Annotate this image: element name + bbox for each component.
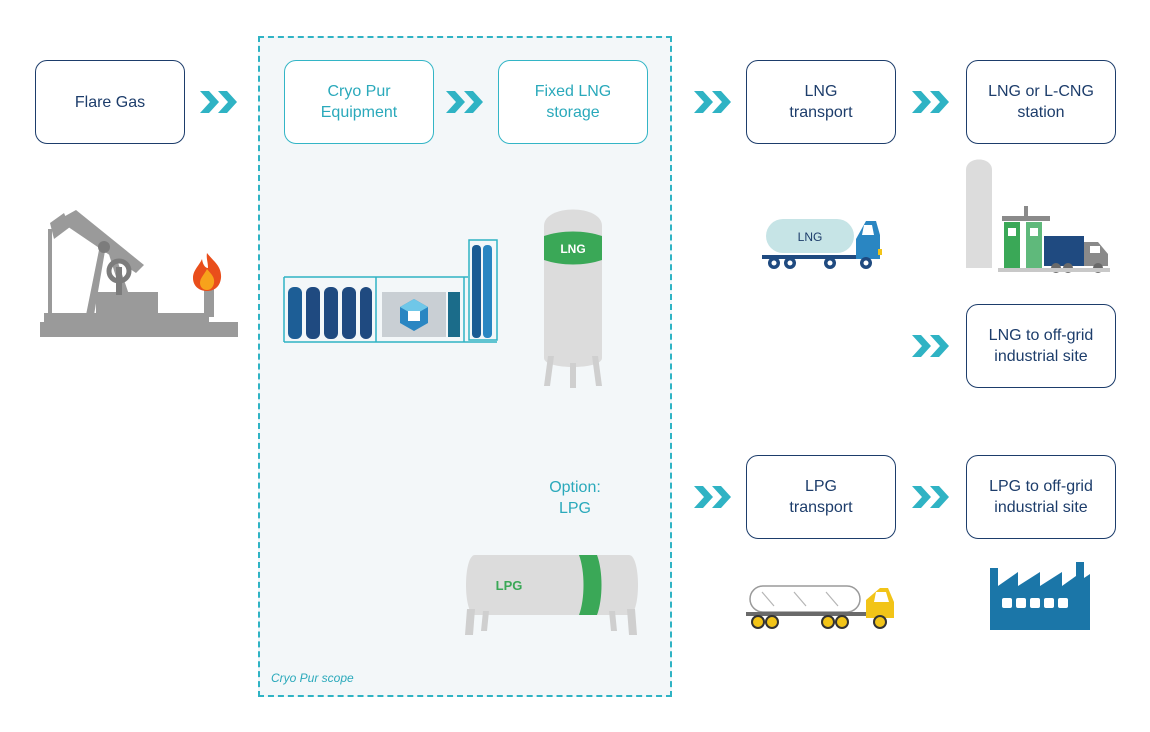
- lpg-tank-label: LPG: [496, 578, 523, 593]
- cryo-equipment-icon: [283, 239, 498, 343]
- lng-truck-label: LNG: [798, 230, 823, 244]
- flare-gas-box: Flare Gas: [35, 60, 185, 144]
- lpg-truck-icon: [746, 585, 894, 629]
- chevron-arrow-icon: [912, 91, 949, 113]
- lng-tank-label: LNG: [560, 242, 585, 256]
- lng-truck-icon: LNG: [762, 219, 882, 269]
- chevron-arrow-icon: [446, 91, 483, 113]
- lpg-transport-box: LPG transport: [746, 455, 896, 539]
- fixed-storage-box: Fixed LNG storage: [498, 60, 648, 144]
- chevron-arrow-icon: [200, 91, 237, 113]
- flame-icon: [193, 253, 222, 291]
- pumpjack-icon: [40, 210, 238, 337]
- lng-station-icon: [966, 159, 1110, 273]
- lng-station-box: LNG or L-CNG station: [966, 60, 1116, 144]
- scope-label: Cryo Pur scope: [271, 671, 354, 685]
- lpg-tank-icon: LPG: [465, 555, 638, 635]
- lng-tank-icon: LNG: [544, 209, 602, 388]
- chevron-arrow-icon: [912, 486, 949, 508]
- option-lpg-label: Option: LPG: [549, 479, 601, 517]
- chevron-arrow-icon: [694, 91, 731, 113]
- lng-transport-box: LNG transport: [746, 60, 896, 144]
- cryo-equipment-box: Cryo Pur Equipment: [284, 60, 434, 144]
- factory-icon: [990, 562, 1090, 630]
- chevron-arrow-icon: [912, 335, 949, 357]
- lng-offgrid-box: LNG to off-grid industrial site: [966, 304, 1116, 388]
- chevron-arrow-icon: [694, 486, 731, 508]
- lpg-offgrid-box: LPG to off-grid industrial site: [966, 455, 1116, 539]
